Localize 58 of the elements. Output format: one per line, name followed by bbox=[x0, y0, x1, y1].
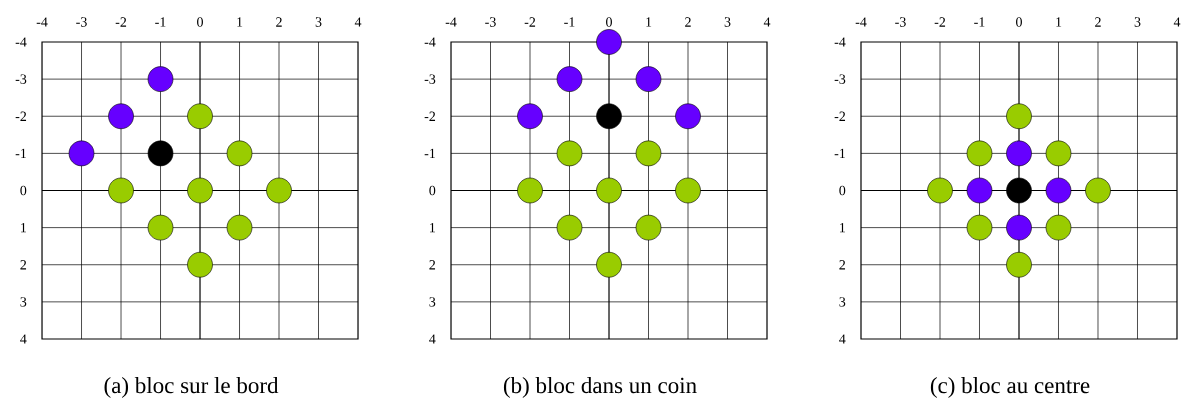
tick-label: 3 bbox=[839, 297, 846, 307]
grid-label: (b) bloc dans un coin bbox=[503, 377, 697, 398]
tick-label: 4 bbox=[763, 17, 771, 27]
tick-label: -2 bbox=[115, 17, 127, 27]
tick-label: 1 bbox=[21, 223, 26, 233]
tick-label: -2 bbox=[424, 111, 436, 121]
tick-label: 0 bbox=[429, 185, 436, 196]
tick-label: 2 bbox=[839, 260, 846, 270]
tick-label: 1 bbox=[237, 17, 243, 27]
tick-label: 4 bbox=[839, 334, 846, 344]
tick-label: -4 bbox=[855, 17, 867, 27]
tick-label: -3 bbox=[15, 74, 27, 84]
tick-label: -4 bbox=[445, 17, 457, 27]
tick-label: 2 bbox=[1095, 17, 1101, 27]
tick-label: -4 bbox=[15, 37, 27, 47]
tick-label: -2 bbox=[934, 17, 946, 27]
tick-label: -3 bbox=[895, 17, 906, 27]
tick-label: -2 bbox=[15, 111, 27, 121]
tick-label: -3 bbox=[834, 74, 846, 84]
tick-label: 3 bbox=[429, 297, 436, 307]
tick-label: 1 bbox=[840, 223, 845, 233]
tick-label: 0 bbox=[20, 185, 27, 196]
tick-label: -4 bbox=[424, 37, 436, 47]
tick-label: -4 bbox=[36, 17, 48, 27]
tick-label: 2 bbox=[276, 17, 282, 27]
tick-label: 4 bbox=[20, 334, 27, 344]
grid-label: (c) bloc au centre bbox=[930, 377, 1090, 398]
tick-label: -1 bbox=[834, 148, 845, 158]
tick-label: 3 bbox=[315, 17, 322, 27]
tick-label: 1 bbox=[430, 223, 435, 233]
tick-label: 4 bbox=[1173, 17, 1181, 27]
tick-label: -3 bbox=[485, 17, 496, 27]
tick-label: -4 bbox=[834, 37, 846, 47]
tick-label: -1 bbox=[564, 17, 575, 27]
tick-label: 0 bbox=[197, 17, 203, 27]
tick-label: -3 bbox=[424, 74, 436, 84]
tick-label: -1 bbox=[15, 148, 26, 158]
tick-label: -1 bbox=[974, 17, 985, 27]
tick-label: 2 bbox=[20, 260, 27, 270]
tick-label: 4 bbox=[354, 17, 362, 27]
tick-label: 3 bbox=[1134, 17, 1141, 27]
tick-label: -1 bbox=[424, 148, 435, 158]
tick-label: -1 bbox=[155, 17, 166, 27]
tick-label: 4 bbox=[429, 334, 436, 344]
tick-label: -2 bbox=[524, 17, 536, 27]
tick-label: 1 bbox=[646, 17, 652, 27]
tick-label: 3 bbox=[20, 297, 27, 307]
tick-label: -3 bbox=[76, 17, 87, 27]
tick-label: -2 bbox=[834, 111, 846, 121]
tick-label: 0 bbox=[1016, 17, 1022, 27]
grid-drawing bbox=[41, 41, 359, 340]
grid-label: (a) bloc sur le bord bbox=[104, 377, 279, 398]
tick-label: 0 bbox=[606, 17, 612, 27]
tick-label: 2 bbox=[685, 17, 691, 27]
tick-label: 1 bbox=[1056, 17, 1062, 27]
tick-label: 3 bbox=[724, 17, 731, 27]
tick-label: 0 bbox=[839, 185, 846, 196]
tick-label: 2 bbox=[429, 260, 436, 270]
